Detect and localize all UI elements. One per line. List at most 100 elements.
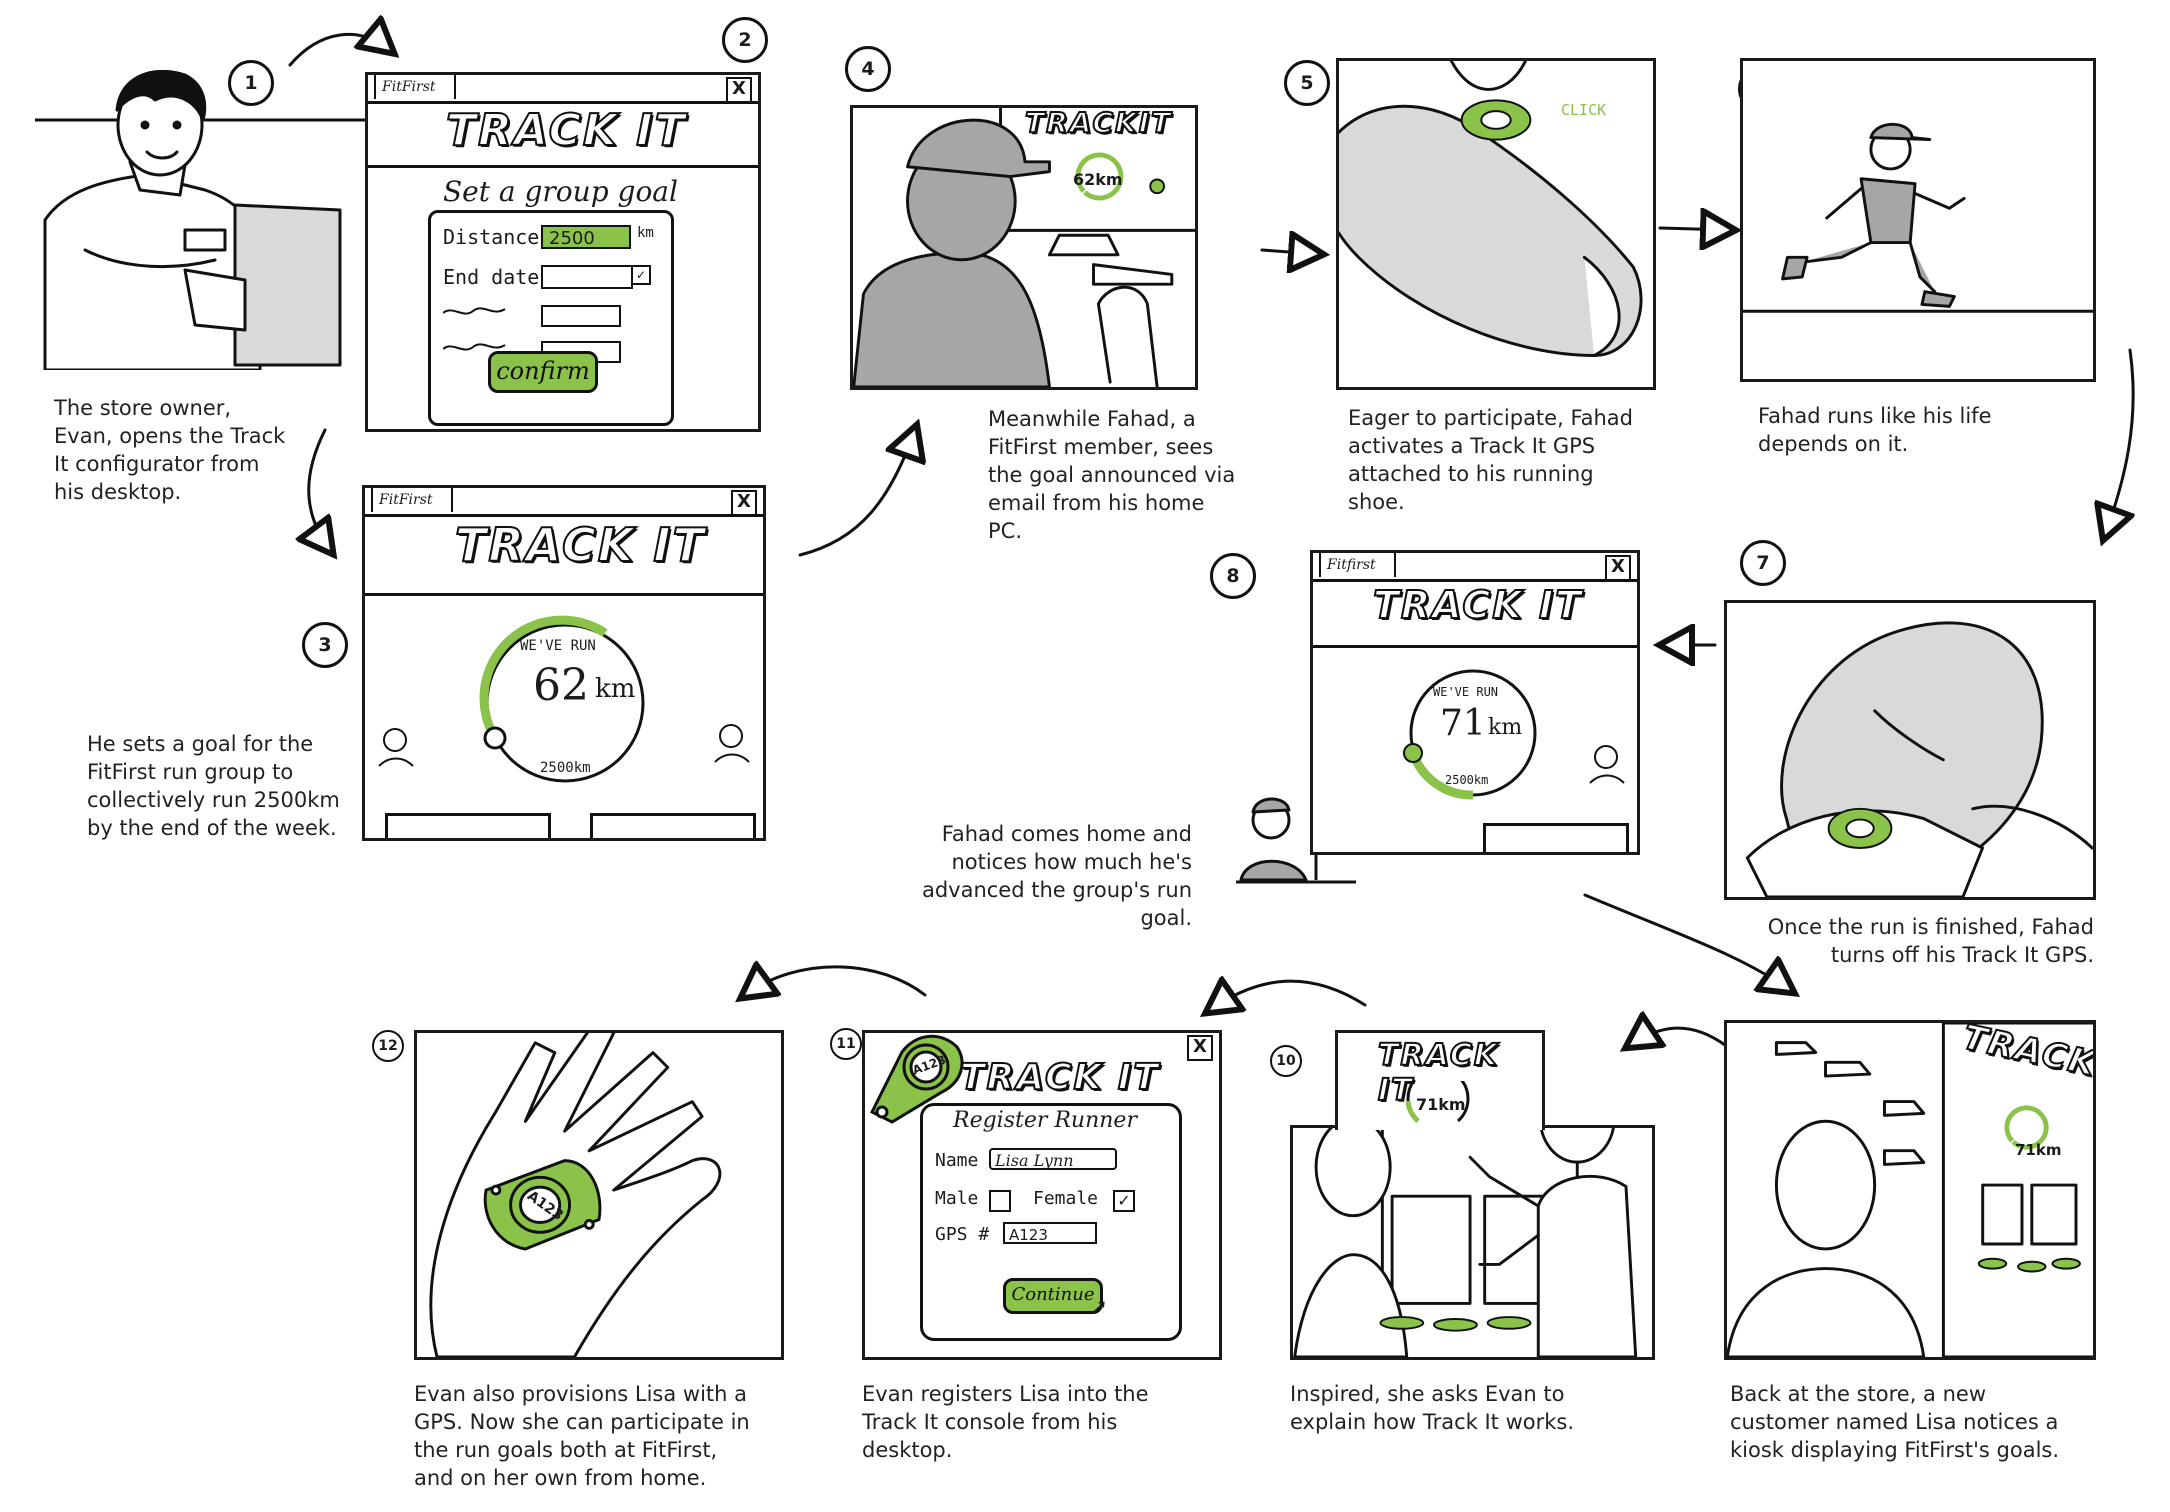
lisa-at-kiosk-illustration xyxy=(1727,1023,2093,1357)
step-number-3: 3 xyxy=(302,622,348,668)
progress-unit: km xyxy=(595,674,636,704)
distance-input[interactable]: 2500 xyxy=(541,225,631,249)
window-title-bar: X xyxy=(865,1033,1219,1061)
step-7-caption: Once the run is finished, Fahad turns of… xyxy=(1767,915,2094,967)
female-checkbox-checked[interactable]: ✓ xyxy=(1113,1190,1135,1212)
step-5-caption: Eager to participate, Fahad activates a … xyxy=(1348,406,1633,514)
gps-input[interactable]: A123 xyxy=(1003,1222,1097,1244)
goal-form: Distance 2500 km End date ✓ xyxy=(428,210,674,426)
card-placeholder xyxy=(1483,823,1629,852)
gps-device-icon xyxy=(869,1034,964,1124)
card-placeholder xyxy=(590,813,756,838)
progress-value: 62km xyxy=(1073,170,1123,189)
end-date-label: End date xyxy=(443,265,540,289)
user-avatar-icon xyxy=(378,728,414,767)
name-label: Name xyxy=(935,1150,979,1171)
close-icon[interactable]: X xyxy=(1605,555,1631,581)
track-it-logo: TRACK IT xyxy=(454,517,706,573)
header-divider xyxy=(368,165,758,168)
gps-off-illustration xyxy=(1745,621,2093,897)
step-4-caption: Meanwhile Fahad, a FitFirst member, sees… xyxy=(988,407,1236,543)
arrow-6-7 xyxy=(2105,348,2133,535)
window-title-bar: FitFirst X xyxy=(365,488,763,517)
end-date-input[interactable] xyxy=(541,265,633,289)
step-number-1: 1 xyxy=(228,60,274,106)
gps-in-hand-illustration xyxy=(429,1033,722,1357)
progress-value: 71 xyxy=(1440,703,1486,744)
browser-tab[interactable]: FitFirst xyxy=(374,75,456,99)
step-9-caption: Back at the store, a new customer named … xyxy=(1730,1382,2060,1462)
register-heading: Register Runner xyxy=(953,1108,1137,1133)
user-avatar-icon xyxy=(1589,745,1625,784)
step-number-5: 5 xyxy=(1284,60,1330,106)
goal-heading: Set a group goal xyxy=(443,175,678,208)
continue-button[interactable]: Continue xyxy=(1003,1278,1103,1314)
step-number-7: 7 xyxy=(1740,540,1786,586)
close-icon[interactable]: X xyxy=(1187,1035,1213,1061)
evan-explains-illustration xyxy=(1293,1128,1638,1357)
running-panel xyxy=(1740,58,2096,382)
step-6-caption: Fahad runs like his life depends on it. xyxy=(1758,404,1992,456)
step-3-caption: He sets a goal for the FitFirst run grou… xyxy=(87,732,340,840)
arrow-5-6 xyxy=(1658,228,1730,230)
gps-label: GPS # xyxy=(935,1224,990,1245)
kiosk-progress-value: 71km xyxy=(2015,1141,2062,1159)
progress-ring xyxy=(1405,1081,1470,1123)
step-number-10: 10 xyxy=(1270,1045,1302,1077)
progress-unit: km xyxy=(1488,715,1523,740)
track-it-logo: TRACK IT xyxy=(1377,1037,1500,1109)
arrow-10-11 xyxy=(1210,981,1367,1010)
track-it-logo: TRACK IT xyxy=(1372,582,1584,628)
fahad-at-pc-illustration xyxy=(853,108,1195,387)
goal-total: 2500km xyxy=(540,760,591,776)
name-input[interactable]: Lisa Lynn xyxy=(989,1148,1117,1170)
kiosk-progress-value: 71km xyxy=(1416,1095,1466,1114)
runner-illustration xyxy=(1743,122,2093,313)
step-number-12: 12 xyxy=(372,1030,404,1062)
progress-value: 62 xyxy=(533,660,589,711)
kiosk-screen: TRACK IT 71km xyxy=(1335,1030,1545,1130)
browser-tab[interactable]: Fitfirst xyxy=(1319,553,1396,577)
placeholder-scribbles xyxy=(443,307,506,351)
shoe-activation-illustration xyxy=(1339,61,1643,357)
distance-label: Distance xyxy=(443,225,540,249)
track-it-logo: TRACK IT xyxy=(959,1056,1160,1099)
progress-ring xyxy=(479,615,645,783)
cursor-icon: ➚ xyxy=(1091,1294,1108,1318)
female-label: Female xyxy=(1033,1188,1099,1209)
arrow-1-3 xyxy=(309,428,330,550)
male-label: Male xyxy=(935,1188,979,1209)
fahad-at-pc-panel: TRACKIT 62km xyxy=(850,105,1198,390)
explain-panel xyxy=(1290,1125,1655,1360)
male-checkbox[interactable] xyxy=(989,1190,1011,1212)
track-it-logo: TRACK IT xyxy=(445,104,687,157)
distance-unit: km xyxy=(637,225,654,241)
browser-tab[interactable]: FitFirst xyxy=(371,488,453,512)
step-number-11: 11 xyxy=(830,1028,862,1060)
progress-window-62: FitFirst X TRACK IT WE'VE RUN 62 km 2500… xyxy=(362,485,766,841)
close-icon[interactable]: X xyxy=(726,77,752,103)
step-12-caption: Evan also provisions Lisa with a GPS. No… xyxy=(414,1382,750,1490)
step-number-2: 2 xyxy=(722,17,768,63)
register-form: Register Runner Name Lisa Lynn Male Fema… xyxy=(920,1103,1182,1341)
window-title-bar: Fitfirst X xyxy=(1313,553,1637,582)
user-avatar-icon xyxy=(714,724,750,763)
arrow-9-10 xyxy=(1630,1028,1727,1045)
step-8-caption: Fahad comes home and notices how much he… xyxy=(921,822,1192,930)
progress-label: WE'VE RUN xyxy=(1433,685,1499,699)
progress-window-71: Fitfirst X TRACK IT WE'VE RUN 71 km 2500… xyxy=(1310,550,1640,855)
confirm-button[interactable]: confirm xyxy=(488,351,598,393)
arrow-4-5 xyxy=(1260,250,1318,254)
step-10-caption: Inspired, she asks Evan to explain how T… xyxy=(1290,1382,1575,1434)
close-icon[interactable]: X xyxy=(731,490,757,516)
calendar-icon[interactable]: ✓ xyxy=(631,265,651,285)
extra-field-1[interactable] xyxy=(541,305,621,327)
arrow-1-2 xyxy=(288,34,390,67)
step-11-caption: Evan registers Lisa into the Track It co… xyxy=(862,1382,1149,1462)
step-1-caption: The store owner, Evan, opens the Track I… xyxy=(54,396,286,504)
click-annotation: CLICK xyxy=(1561,101,1607,119)
step-number-4: 4 xyxy=(845,46,891,92)
step-number-8: 8 xyxy=(1210,553,1256,599)
goal-config-window: FitFirst X TRACK IT Set a group goal Dis… xyxy=(365,72,761,432)
goal-total: 2500km xyxy=(1445,773,1489,787)
